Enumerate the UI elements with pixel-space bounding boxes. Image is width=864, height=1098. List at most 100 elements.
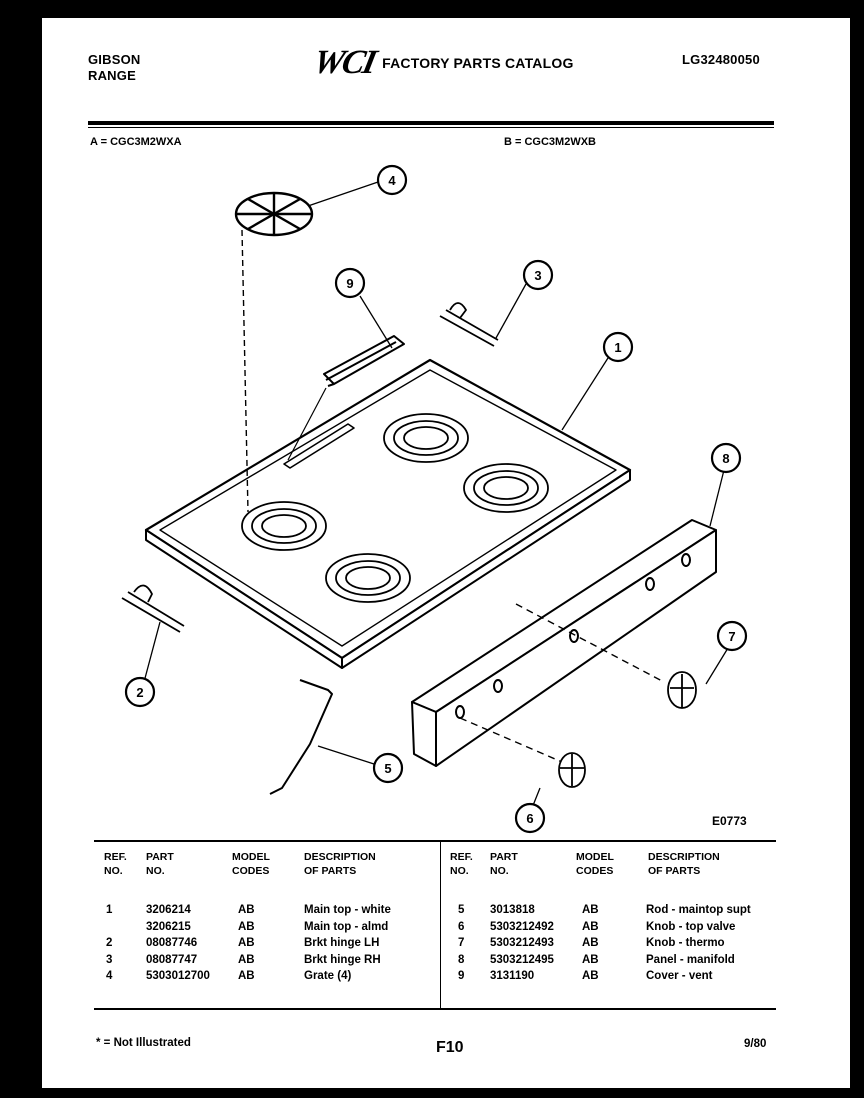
cell: 5303212493	[490, 937, 554, 949]
cell: 5	[458, 904, 465, 916]
callout-labels: 4 9 3 1 8 7 2 5 6	[124, 164, 748, 834]
callout-6-text: 6	[526, 811, 533, 826]
burner-openings	[241, 413, 549, 603]
right-model-column: AB AB AB AB AB	[582, 902, 599, 985]
cell: AB	[582, 970, 599, 982]
cell: 3	[106, 953, 113, 966]
brand-name: GIBSON	[88, 52, 141, 67]
cell: Grate (4)	[304, 970, 352, 982]
manifold-panel-part	[411, 519, 717, 767]
callout-7: 7	[716, 620, 748, 652]
cell: 2	[106, 937, 113, 949]
exploded-view-diagram: 4 9 3 1 8 7 2 5 6	[121, 164, 748, 834]
callout-9: 9	[334, 267, 366, 299]
header-ref: REF.NO.	[104, 851, 127, 877]
cell: 5303212495	[490, 953, 554, 966]
rod-part	[269, 679, 333, 795]
cell: AB	[582, 953, 599, 966]
cell: AB	[238, 904, 255, 916]
cell: 7	[458, 937, 465, 949]
vent-leader	[287, 387, 327, 461]
revision-date: 9/80	[744, 1038, 767, 1050]
header-ref-right: REF.NO.	[450, 851, 473, 877]
cell: AB	[238, 920, 255, 933]
catalog-title: FACTORY PARTS CATALOG	[382, 55, 574, 71]
cell: 08087747	[146, 953, 198, 966]
cell: Rod - maintop supt	[646, 904, 751, 916]
cell: AB	[582, 937, 599, 949]
catalog-heading: WCI FACTORY PARTS CATALOG	[310, 44, 574, 81]
callout-8: 8	[710, 442, 742, 474]
cell: Brkt hinge LH	[304, 937, 380, 949]
table-top-rule	[94, 840, 776, 842]
cell: 3013818	[490, 904, 535, 916]
right-part-column: 3013818 5303212492 5303212493 5303212495 313…	[490, 902, 554, 985]
cell: Panel - manifold	[646, 953, 735, 966]
callout-4-text: 4	[388, 173, 396, 188]
cell: 5303212492	[490, 920, 554, 933]
callout-5: 5	[372, 752, 404, 784]
cell: 8	[458, 953, 465, 966]
cell: 6	[458, 920, 465, 933]
catalog-number: LG32480050	[682, 52, 760, 67]
callout-8-text: 8	[722, 451, 729, 466]
cell: 08087746	[146, 937, 198, 949]
cell: AB	[238, 937, 255, 949]
page-number: F10	[436, 1039, 464, 1056]
cell: AB	[238, 970, 255, 982]
cell: Main top - almd	[304, 920, 389, 933]
catalog-page: GIBSON RANGE WCI FACTORY PARTS CATALOG L…	[42, 18, 850, 1088]
callout-1-text: 1	[614, 340, 621, 355]
hinge-lh-part	[121, 584, 185, 633]
hinge-rh-part	[439, 302, 499, 347]
model-a-label: A = CGC3M2WXA	[90, 136, 182, 148]
callout-4: 4	[376, 164, 408, 196]
cell: Knob - top valve	[646, 920, 736, 933]
callout-1: 1	[602, 331, 634, 363]
cell: Brkt hinge RH	[304, 953, 381, 966]
callout-6: 6	[514, 802, 546, 834]
callout-7-text: 7	[728, 629, 735, 644]
brand-block: GIBSON RANGE	[88, 52, 140, 84]
header-rule-thin	[88, 127, 774, 128]
callout-leaders	[143, 181, 729, 809]
product-type: RANGE	[88, 68, 136, 83]
table-bottom-rule	[94, 1008, 776, 1010]
cell: 3206214	[146, 904, 191, 916]
knob-thermo-part	[667, 671, 697, 709]
cell: Cover - vent	[646, 970, 713, 982]
header-rule-thick	[88, 121, 774, 125]
cell	[106, 919, 112, 936]
not-illustrated-note: * = Not Illustrated	[96, 1037, 191, 1049]
cell: Main top - white	[304, 904, 391, 916]
cell: AB	[582, 904, 599, 916]
cell: 4	[106, 970, 113, 982]
model-b-label: B = CGC3M2WXB	[504, 136, 596, 148]
drawing-number: E0773	[712, 814, 747, 828]
table-divider	[440, 840, 441, 1010]
cell: 3131190	[490, 970, 535, 982]
cell: 5303012700	[146, 970, 210, 982]
callout-3-text: 3	[534, 268, 541, 283]
callout-2-text: 2	[136, 685, 143, 700]
cell: AB	[582, 920, 599, 933]
callout-5-text: 5	[384, 761, 391, 776]
grate-part	[234, 191, 314, 237]
main-top-part	[144, 358, 632, 669]
vent-cover-part	[323, 335, 405, 387]
callout-3: 3	[522, 259, 554, 291]
callout-2: 2	[124, 676, 156, 708]
cell: Knob - thermo	[646, 937, 725, 949]
callout-9-text: 9	[346, 276, 353, 291]
